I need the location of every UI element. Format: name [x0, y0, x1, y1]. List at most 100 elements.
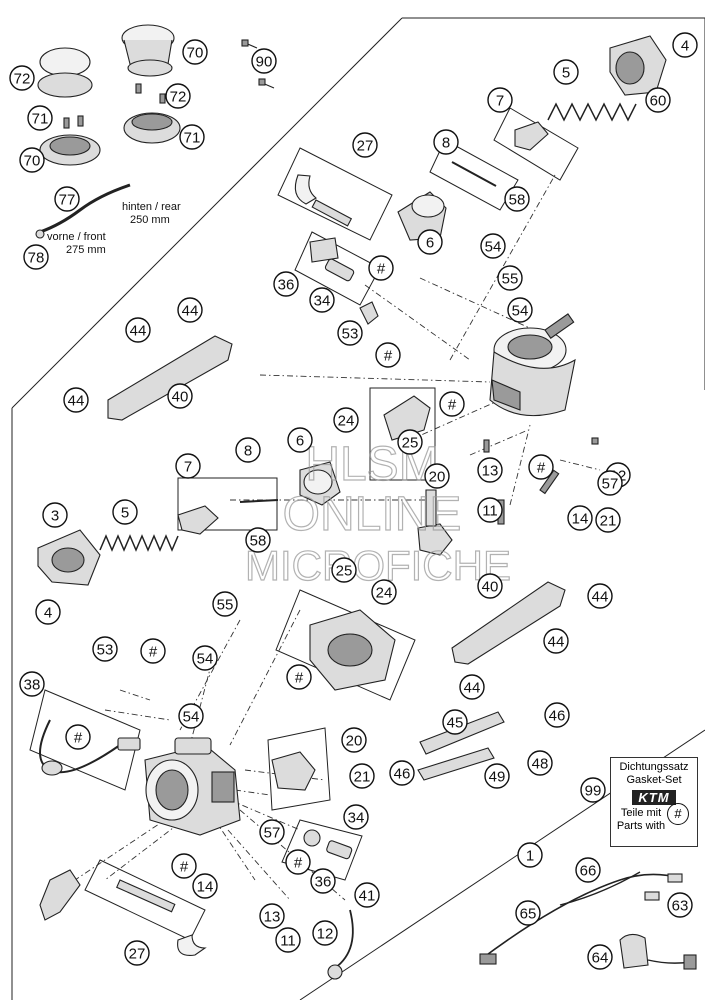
callout-78: 78	[23, 244, 49, 270]
callout-24: 24	[371, 579, 397, 605]
callout-circle	[504, 186, 530, 212]
callout-label: 57	[264, 825, 281, 842]
callout-34: 34	[343, 804, 369, 830]
callout-label: 13	[264, 909, 281, 926]
callout-circle	[368, 255, 394, 281]
callout-label: #	[384, 348, 393, 365]
callout-circle	[182, 39, 208, 65]
callout-label: 44	[182, 303, 199, 320]
callout-circle	[331, 557, 357, 583]
callout-label: 36	[278, 277, 295, 294]
callout-circle	[177, 297, 203, 323]
callout-label: 57	[602, 476, 619, 493]
gasket-set-marker: #	[140, 638, 166, 664]
callout-label: 58	[250, 533, 267, 550]
callout-41: 41	[354, 882, 380, 908]
callout-circle	[442, 709, 468, 735]
callout-circle	[667, 892, 693, 918]
legend-line2: Gasket-Set	[626, 774, 682, 786]
callout-circle	[333, 407, 359, 433]
callout-6: 6	[287, 427, 313, 453]
callout-circle	[19, 147, 45, 173]
callout-circle	[352, 132, 378, 158]
callout-53: 53	[337, 320, 363, 346]
callout-circle	[389, 760, 415, 786]
callout-label: 34	[348, 810, 365, 827]
callout-circle	[192, 873, 218, 899]
callout-label: 65	[520, 906, 537, 923]
callout-circle	[672, 32, 698, 58]
legend-line1: Dichtungssatz	[619, 761, 689, 773]
callout-72: 72	[165, 83, 191, 109]
callout-20: 20	[341, 727, 367, 753]
callout-58: 58	[504, 186, 530, 212]
callout-circle	[645, 87, 671, 113]
callout-label: 40	[172, 389, 189, 406]
callout-44: 44	[587, 583, 613, 609]
callout-5: 5	[112, 499, 138, 525]
callout-34: 34	[309, 287, 335, 313]
callout-circle	[349, 763, 375, 789]
callout-circle	[235, 437, 261, 463]
ktm-logo: KTM	[632, 790, 676, 805]
callout-54: 54	[192, 645, 218, 671]
callout-circle	[310, 868, 336, 894]
legend-line3: Teile mit	[620, 807, 662, 819]
callout-25: 25	[331, 557, 357, 583]
gasket-set-marker: #	[439, 391, 465, 417]
group-boxes	[29, 107, 579, 941]
callout-44: 44	[125, 317, 151, 343]
callout-circle	[285, 849, 311, 875]
gasket-set-legend: Dichtungssatz Gasket-Set KTM Teile mit P…	[610, 757, 698, 847]
callout-36: 36	[310, 868, 336, 894]
callout-circle	[507, 297, 533, 323]
callout-circle	[497, 265, 523, 291]
callout-label: #	[537, 460, 546, 477]
callout-label: 63	[672, 898, 689, 915]
callout-circle	[179, 124, 205, 150]
callout-label: 72	[14, 71, 31, 88]
callout-circle	[354, 882, 380, 908]
callout-circle	[309, 287, 335, 313]
callout-label: 20	[429, 469, 446, 486]
hose-front-label: vorne / front	[47, 231, 106, 243]
callout-circle	[587, 944, 613, 970]
callout-65: 65	[515, 900, 541, 926]
callout-label: 4	[681, 38, 689, 55]
callout-circle	[587, 583, 613, 609]
callout-label: 70	[187, 45, 204, 62]
callout-46: 46	[544, 702, 570, 728]
callout-circle	[477, 573, 503, 599]
callout-7: 7	[175, 453, 201, 479]
callout-circle	[484, 763, 510, 789]
callout-21: 21	[595, 507, 621, 533]
callout-4: 4	[35, 599, 61, 625]
callout-6: 6	[417, 229, 443, 255]
callout-circle	[275, 927, 301, 953]
callout-63: 63	[667, 892, 693, 918]
watermark: HLSM ONLINE MICROFICHE	[244, 437, 511, 589]
callout-11: 11	[275, 927, 301, 953]
watermark-line2: ONLINE	[283, 488, 462, 541]
callout-circle	[178, 703, 204, 729]
callout-label: 45	[447, 715, 464, 732]
callout-14: 14	[192, 873, 218, 899]
callout-label: 14	[197, 879, 214, 896]
callout-label: 25	[336, 563, 353, 580]
callout-label: #	[74, 730, 83, 747]
callout-label: 27	[357, 138, 374, 155]
callout-label: 55	[502, 271, 519, 288]
callout-label: 40	[482, 579, 499, 596]
callout-44: 44	[543, 628, 569, 654]
callout-label: 58	[509, 192, 526, 209]
callout-circle	[343, 804, 369, 830]
callout-25: 25	[397, 429, 423, 455]
callout-circle	[171, 853, 197, 879]
callout-circle	[251, 48, 277, 74]
callout-64: 64	[587, 944, 613, 970]
callout-66: 66	[575, 857, 601, 883]
callout-circle	[92, 636, 118, 662]
callout-label: 12	[317, 926, 334, 943]
callout-label: 99	[585, 783, 602, 800]
callout-label: 60	[650, 93, 667, 110]
